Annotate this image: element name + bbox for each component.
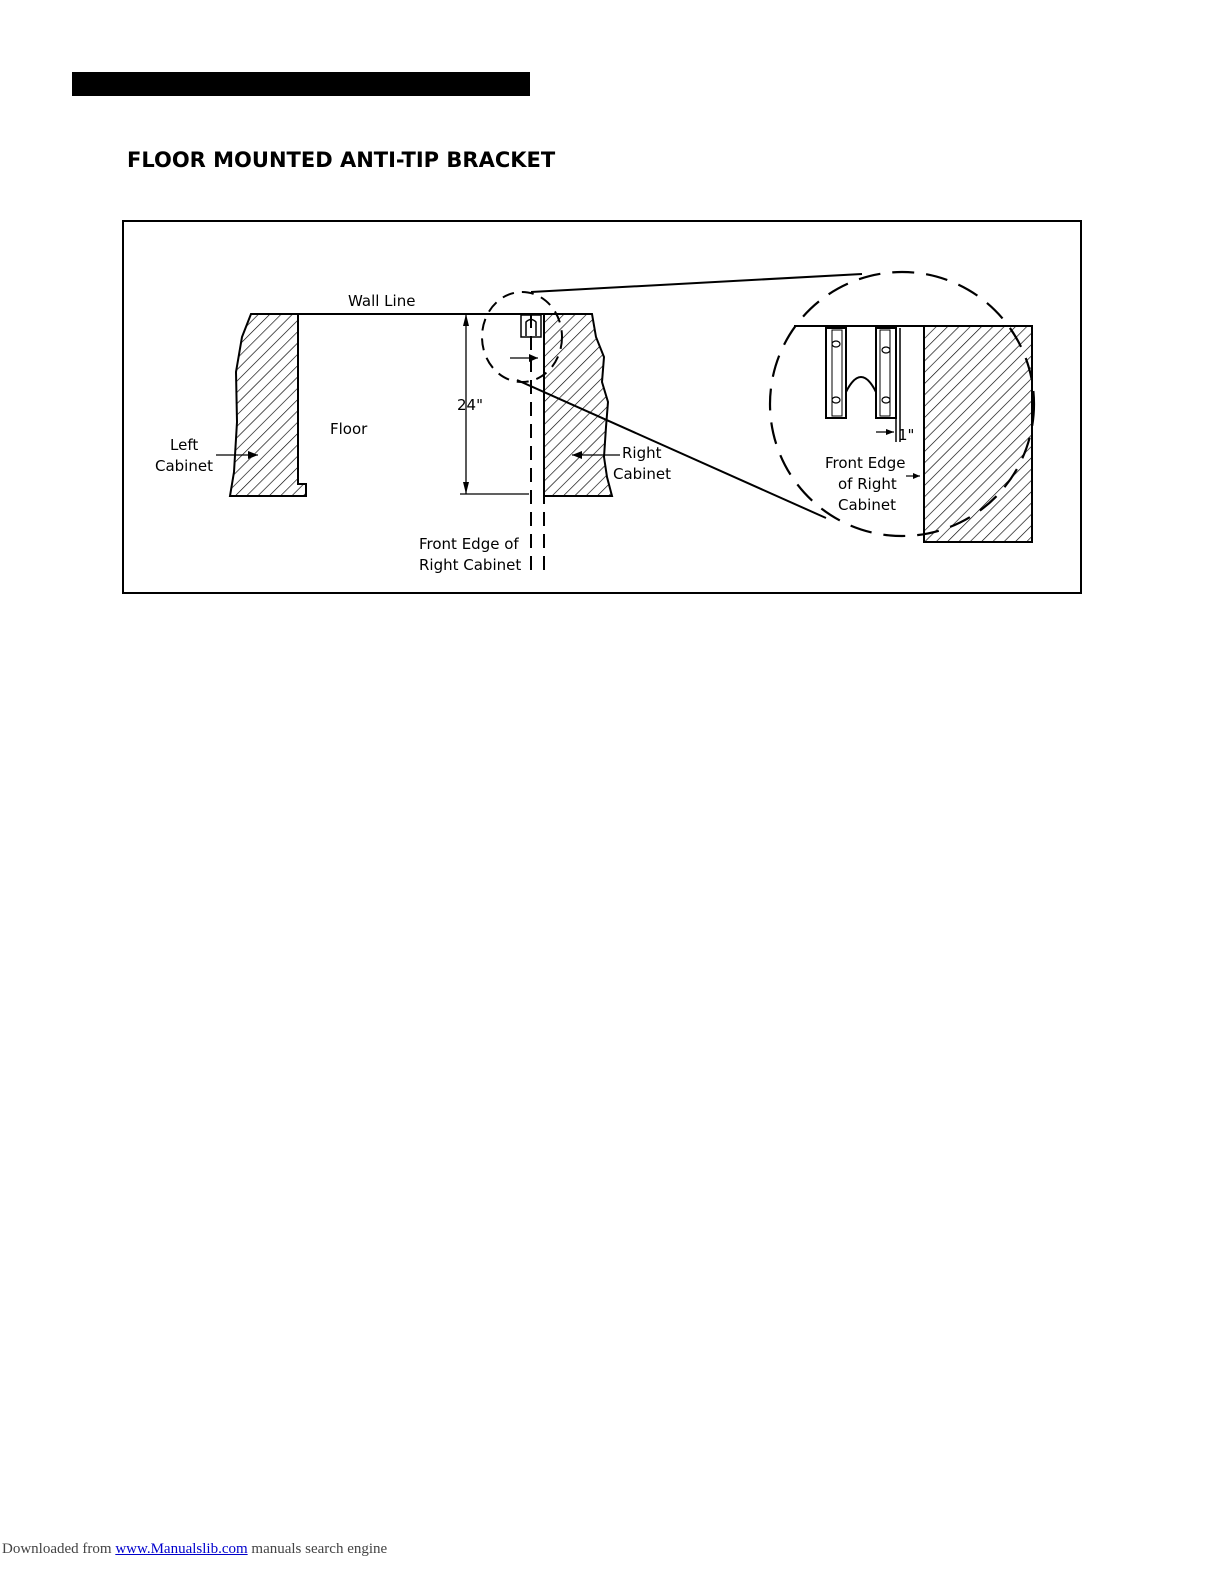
front-edge-label-1: Front Edge of — [419, 535, 519, 553]
right-cabinet-label-2: Cabinet — [613, 465, 671, 483]
dimension-24-label: 24" — [457, 396, 483, 414]
detail-front-edge-label-1: Front Edge — [825, 454, 905, 472]
diagram-svg: 24" — [124, 222, 1084, 596]
detail-right-cabinet — [924, 326, 1032, 542]
detail-dimension-1-label: 1" — [898, 426, 914, 444]
wall-line-label: Wall Line — [348, 292, 415, 310]
anti-tip-bracket-diagram: 24" — [122, 220, 1082, 594]
front-edge-label-2: Right Cabinet — [419, 556, 521, 574]
section-title: FLOOR MOUNTED ANTI-TIP BRACKET — [127, 148, 555, 172]
footer-prefix: Downloaded from — [2, 1541, 115, 1557]
header-bar — [72, 72, 530, 96]
right-cabinet-label-1: Right — [622, 444, 662, 462]
floor-label: Floor — [330, 420, 368, 438]
manualslib-link[interactable]: www.Manualslib.com — [115, 1541, 247, 1557]
footer: Downloaded from www.Manualslib.com manua… — [2, 1541, 387, 1558]
detail-front-edge-label-2: of Right — [838, 475, 897, 493]
leader-line-top — [531, 274, 862, 292]
right-cabinet — [544, 314, 612, 496]
left-cabinet — [230, 314, 306, 496]
detail-front-edge-label-3: Cabinet — [838, 496, 896, 514]
left-cabinet-label-1: Left — [170, 436, 198, 454]
footer-suffix: manuals search engine — [248, 1541, 388, 1557]
left-cabinet-label-2: Cabinet — [155, 457, 213, 475]
